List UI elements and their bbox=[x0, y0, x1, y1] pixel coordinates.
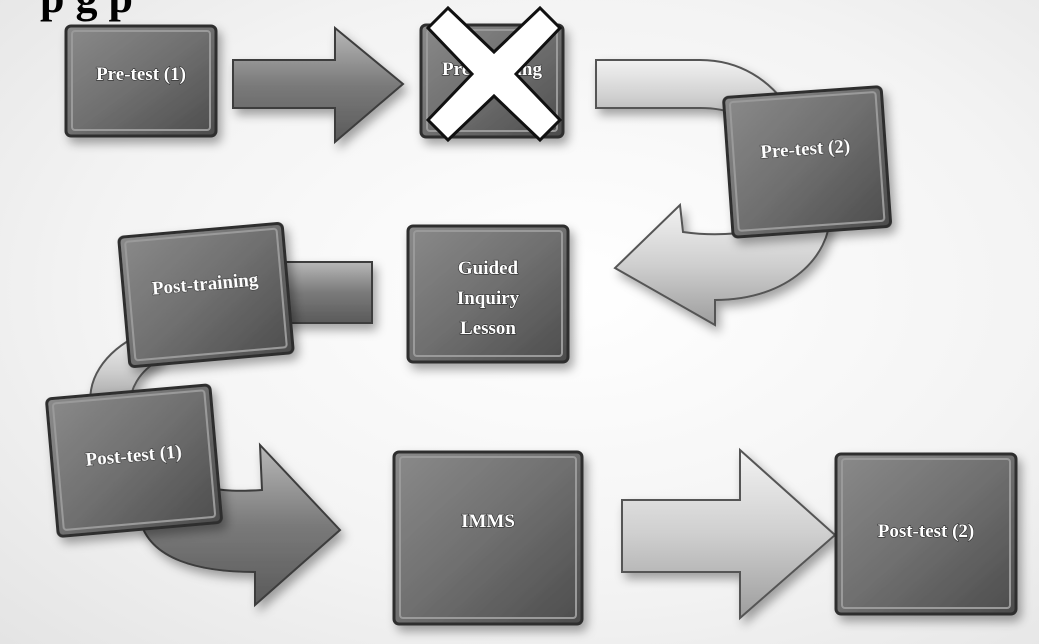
step-pretest1: Pre-test (1) bbox=[64, 24, 218, 138]
step-pretest2: Pre-test (2) bbox=[722, 85, 892, 239]
step-posttest2-label: Post-test (2) bbox=[878, 521, 975, 542]
step-imms: IMMS bbox=[392, 450, 584, 626]
cropped-title: p g p bbox=[40, 0, 133, 22]
arrow-imms-to-posttest2 bbox=[621, 447, 837, 621]
step-guided-line2: Inquiry bbox=[457, 288, 520, 309]
step-pretest1-label: Pre-test (1) bbox=[96, 64, 186, 85]
step-posttest1: Post-test (1) bbox=[45, 383, 223, 538]
step-posttraining: Post-training bbox=[117, 222, 295, 368]
step-imms-label: IMMS bbox=[461, 511, 515, 532]
cross-out-icon bbox=[425, 5, 563, 143]
arrow-guided-to-posttraining bbox=[284, 261, 373, 324]
step-guided-inquiry: Guided Inquiry Lesson bbox=[406, 224, 570, 364]
step-guided-line1: Guided bbox=[458, 258, 519, 279]
step-posttest2: Post-test (2) bbox=[834, 452, 1018, 616]
arrow-pretest1-to-pretraining bbox=[232, 25, 405, 145]
step-guided-line3: Lesson bbox=[460, 318, 516, 339]
